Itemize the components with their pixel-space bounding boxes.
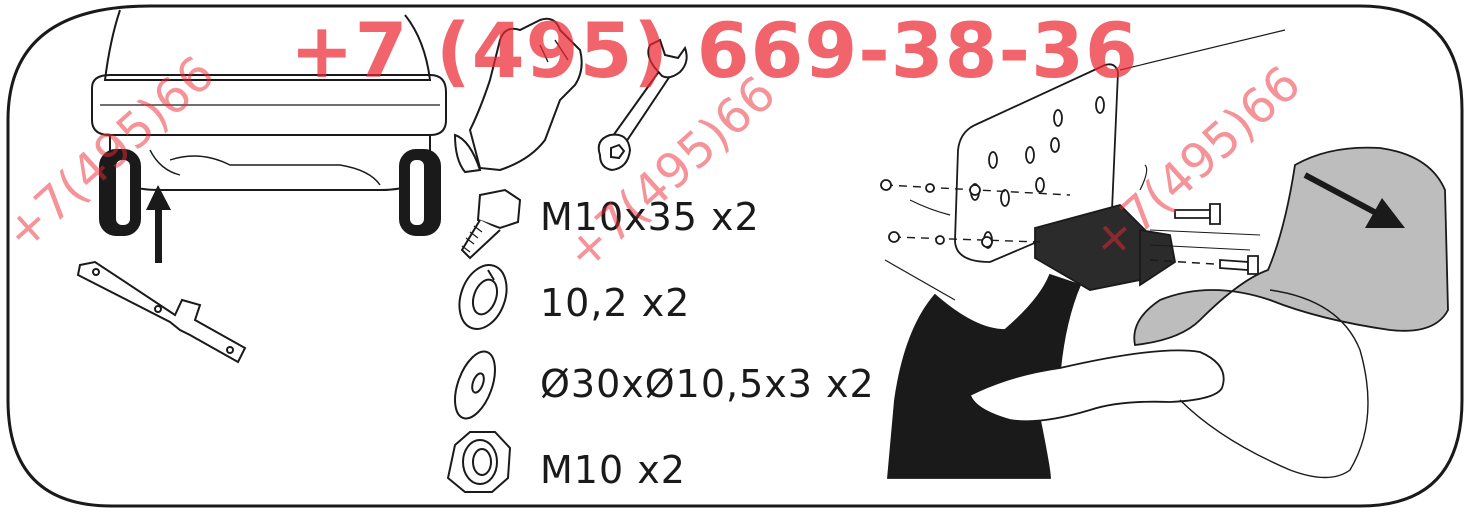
diagram-frame [6,4,1464,508]
assembly-illustration [880,29,1449,479]
mounting-bracket [76,260,247,364]
hex-nut-icon [446,431,512,493]
flat-washer-spec-label: Ø30xØ10,5x3 x2 [540,362,875,406]
bolt-spec-label: M10x35 x2 [540,195,760,239]
direction-arrow-icon [1303,172,1405,228]
spring-washer-icon [458,264,508,330]
up-arrow-icon [146,185,171,263]
nut-spec-label: M10 x2 [540,448,686,492]
wrench-icon [597,38,688,172]
mower-rear-illustration [91,9,447,236]
flat-washer-icon [454,350,496,420]
spring-washer-spec-label: 10,2 x2 [540,281,691,325]
bolt-icon [460,188,522,260]
phone-watermark: +7 (495) 669-38-36 [290,6,1139,95]
glove-icon [453,17,583,174]
